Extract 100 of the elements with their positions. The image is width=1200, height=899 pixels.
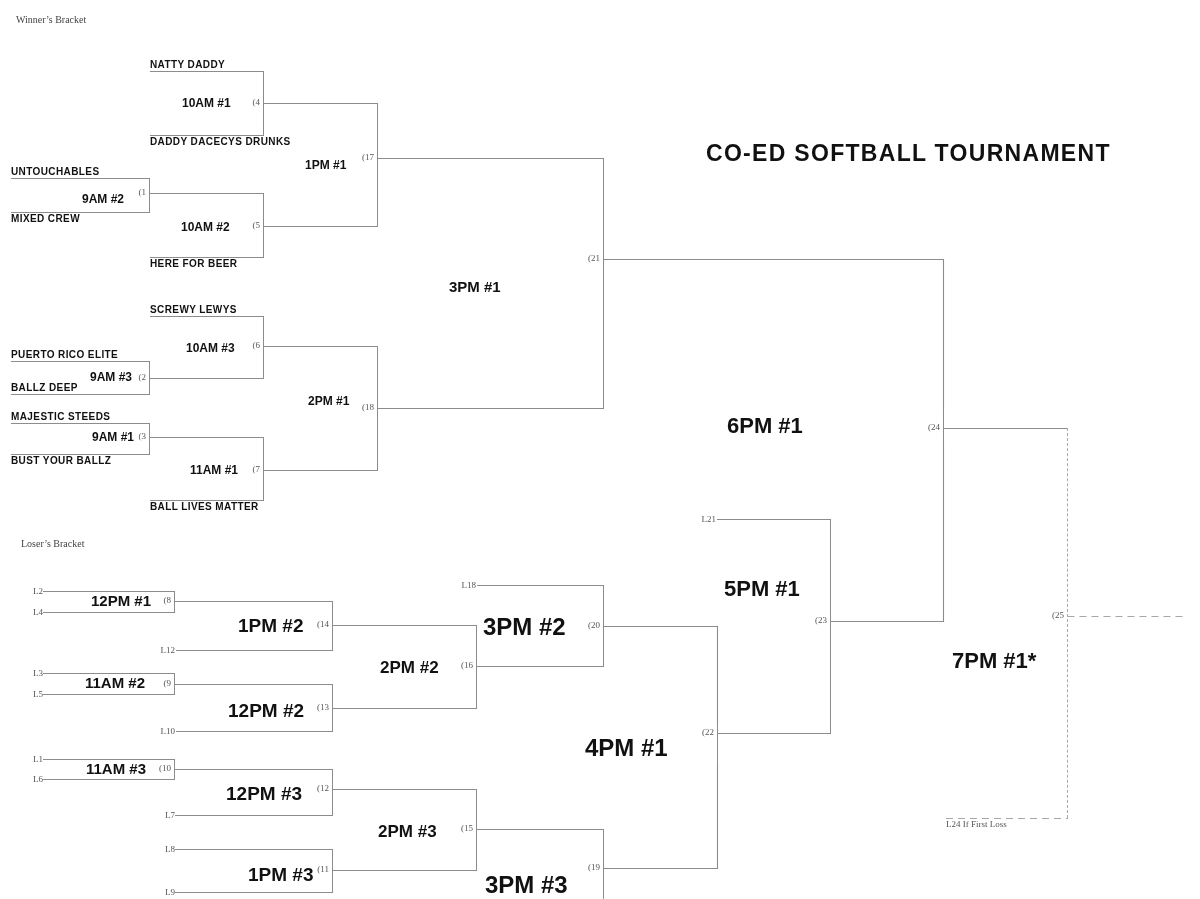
match-number: (23 bbox=[815, 615, 827, 626]
match-time: 4PM #1 bbox=[585, 734, 668, 761]
bracket-line bbox=[10, 392, 151, 396]
match-time: 11AM #2 bbox=[85, 674, 146, 691]
match-time: 11AM #1 bbox=[190, 464, 239, 477]
bracket-line bbox=[716, 518, 832, 521]
bracket-line bbox=[376, 157, 605, 160]
match-number: (18 bbox=[362, 402, 374, 413]
bracket-line bbox=[175, 648, 334, 652]
slot-label: L9 bbox=[165, 886, 175, 898]
bracket-line bbox=[10, 422, 151, 425]
slot-label: L7 bbox=[165, 809, 175, 821]
bracket-line bbox=[42, 777, 176, 781]
bracket-line bbox=[10, 452, 151, 456]
bracket-line bbox=[376, 406, 605, 410]
match-number: (11 bbox=[317, 864, 329, 875]
bracket-line bbox=[475, 664, 605, 668]
match-bracket bbox=[480, 585, 604, 666]
bracket-line bbox=[262, 468, 379, 472]
bracket-line bbox=[262, 345, 379, 348]
match-number: (14 bbox=[317, 619, 329, 630]
team-name: BUST YOUR BALLZ bbox=[11, 454, 112, 467]
tournament-title: CO-ED SOFTBALL TOURNAMENT bbox=[706, 139, 1111, 167]
bracket-line bbox=[148, 376, 265, 380]
bracket-line bbox=[42, 758, 176, 761]
match-time: 10AM #2 bbox=[181, 221, 230, 234]
match-number: (7 bbox=[252, 464, 260, 475]
team-name: DADDY DACECYS DRUNKS bbox=[150, 135, 291, 148]
bracket-line bbox=[149, 255, 265, 259]
match-number: (6 bbox=[252, 340, 260, 351]
slot-label: L8 bbox=[165, 843, 175, 855]
slot-label: L12 bbox=[160, 644, 175, 656]
match-time: 3PM #1 bbox=[449, 278, 501, 295]
match-number: (17 bbox=[362, 152, 374, 163]
bracket-line bbox=[942, 427, 1069, 430]
bracket-line bbox=[1066, 615, 1184, 618]
bracket-line bbox=[149, 315, 265, 318]
bracket-line bbox=[716, 731, 832, 735]
section-heading: Winner’s Bracket bbox=[16, 13, 87, 26]
bracket-line bbox=[262, 102, 379, 105]
match-number: (20 bbox=[588, 620, 600, 631]
match-bracket bbox=[582, 726, 718, 764]
match-number: (15 bbox=[461, 823, 473, 834]
team-name: NATTY DADDY bbox=[150, 58, 226, 71]
team-name: MIXED CREW bbox=[11, 212, 80, 225]
slot-label: L10 bbox=[160, 725, 175, 737]
match-time: 1PM #3 bbox=[248, 864, 314, 885]
slot-label: L21 bbox=[701, 513, 716, 525]
match-time: 2PM #2 bbox=[380, 658, 439, 677]
match-time: 2PM #3 bbox=[378, 822, 437, 841]
team-name: BALLZ DEEP bbox=[11, 381, 78, 394]
bracket-line bbox=[173, 683, 334, 686]
bracket-line bbox=[175, 729, 334, 733]
match-number: (9 bbox=[163, 678, 171, 689]
team-name: SCREWY LEWYS bbox=[150, 303, 237, 316]
match-number: (22 bbox=[702, 727, 714, 738]
match-number: (21 bbox=[588, 253, 600, 264]
bracket-line bbox=[10, 177, 151, 180]
bracket-line bbox=[174, 848, 334, 851]
bracket-line bbox=[149, 498, 265, 502]
bracket-line bbox=[945, 816, 1069, 820]
team-name: UNTOUCHABLES bbox=[11, 165, 100, 178]
match-number: (25 bbox=[1052, 610, 1064, 621]
match-bracket bbox=[482, 829, 604, 899]
bracket-line bbox=[331, 706, 478, 710]
match-time: 1PM #1 bbox=[305, 159, 347, 172]
match-time: 9AM #3 bbox=[90, 371, 133, 384]
match-time: 6PM #1 bbox=[727, 413, 803, 438]
bracket-line bbox=[602, 762, 719, 870]
match-time: 12PM #1 bbox=[91, 592, 152, 609]
bracket-line bbox=[42, 692, 176, 696]
match-time: 10AM #1 bbox=[182, 97, 231, 110]
bracket-line bbox=[476, 584, 605, 587]
match-time: 12PM #3 bbox=[226, 783, 303, 804]
bracket-line bbox=[173, 600, 334, 603]
team-name: HERE FOR BEER bbox=[150, 257, 238, 270]
bracket-line bbox=[331, 868, 478, 872]
match-number: (24 bbox=[928, 422, 940, 433]
match-time: 3PM #2 bbox=[483, 613, 566, 640]
match-time: 7PM #1* bbox=[952, 648, 1037, 673]
match-time: 10AM #3 bbox=[186, 342, 235, 355]
bracket-line bbox=[331, 788, 478, 791]
section-heading: Loser’s Bracket bbox=[21, 537, 85, 550]
match-number: (3 bbox=[138, 431, 146, 442]
bracket-line bbox=[602, 625, 719, 728]
match-time: 5PM #1 bbox=[724, 576, 800, 601]
team-name: BALL LIVES MATTER bbox=[150, 500, 259, 513]
match-number: (5 bbox=[252, 220, 260, 231]
match-time: 2PM #1 bbox=[308, 395, 350, 408]
match-number: (12 bbox=[317, 783, 329, 794]
slot-label: L6 bbox=[33, 773, 43, 785]
bracket-line bbox=[10, 210, 151, 214]
slot-label: L4 bbox=[33, 606, 43, 618]
slot-label: L1 bbox=[33, 753, 43, 765]
bracket-line bbox=[174, 890, 334, 894]
slot-label: L18 bbox=[461, 579, 476, 591]
match-time: 9AM #1 bbox=[92, 431, 135, 444]
match-time: 11AM #3 bbox=[86, 760, 147, 777]
team-name: PUERTO RICO ELITE bbox=[11, 348, 119, 361]
bracket-line bbox=[331, 624, 478, 627]
